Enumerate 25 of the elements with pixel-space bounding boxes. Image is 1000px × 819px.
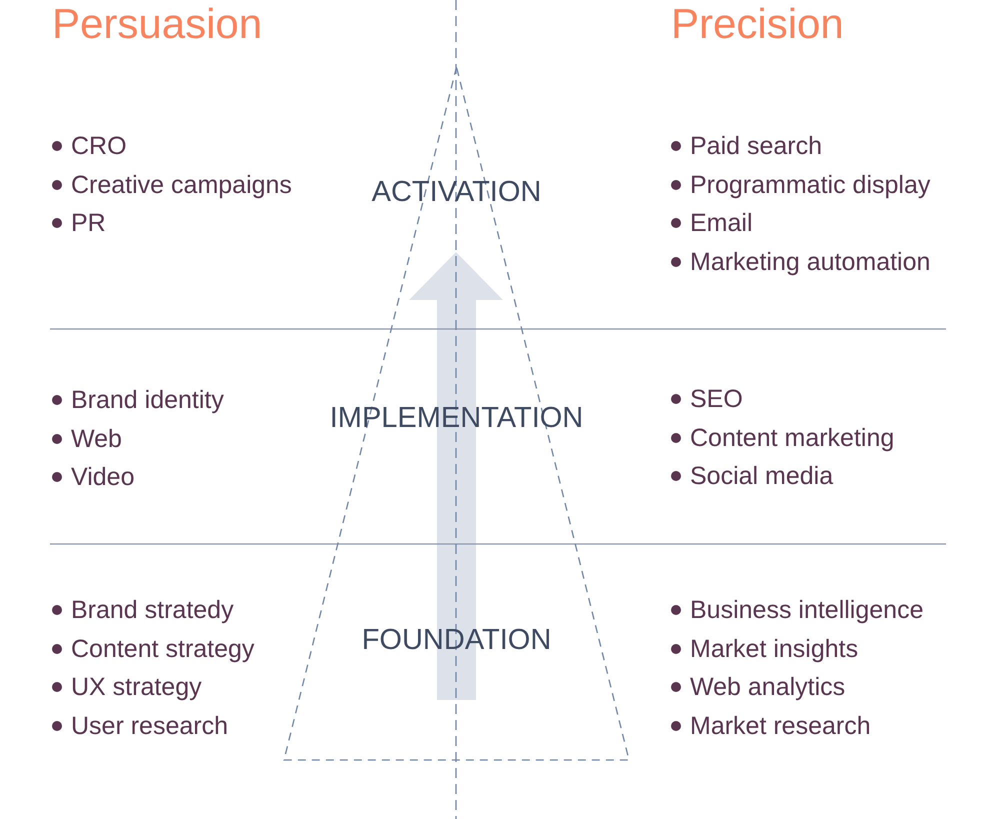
list-item: Content marketing: [690, 422, 894, 454]
list-item: Marketing automation: [690, 246, 930, 278]
list-item: UX strategy: [71, 672, 202, 704]
list-item: CRO: [71, 131, 127, 162]
list-item: Email: [690, 208, 753, 240]
list-item: Brand stratedy: [71, 595, 234, 626]
list-item: PR: [71, 208, 106, 240]
list-item: Market insights: [690, 634, 858, 665]
list-item: Web analytics: [690, 672, 846, 704]
layer-label: ACTIVATION: [372, 175, 542, 209]
list-item: Social media: [690, 461, 834, 492]
list-item: Web: [71, 424, 122, 455]
list-item: SEO: [690, 384, 743, 415]
list-item: Business intelligence: [690, 595, 924, 626]
list-item: Paid search: [690, 131, 822, 162]
column-heading: Persuasion: [52, 3, 262, 45]
list-item: Programmatic display: [690, 170, 930, 201]
list-item: Market research: [690, 710, 871, 742]
list-item: User research: [71, 710, 228, 742]
list-item: Brand identity: [71, 385, 224, 416]
list-item: Video: [71, 462, 134, 494]
list-item: Creative campaigns: [71, 170, 292, 201]
layer-label: FOUNDATION: [362, 623, 552, 657]
column-heading: Precision: [671, 3, 844, 45]
list-item: Content strategy: [71, 634, 254, 665]
